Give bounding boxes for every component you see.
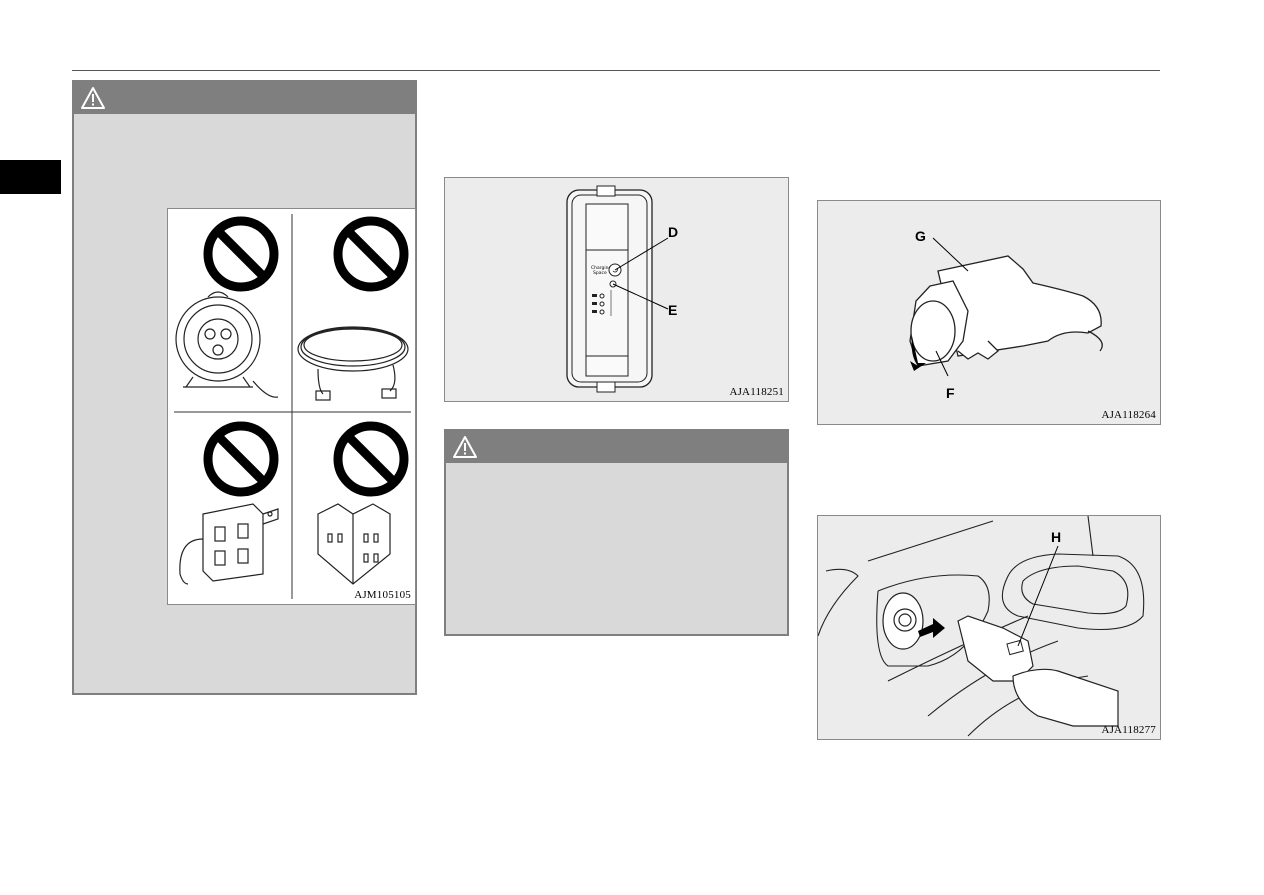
coiled-cord-drawing [297,326,409,401]
inserting-connector-illustration [818,516,1145,737]
warning-header [446,431,787,463]
callout-d: D [668,224,679,240]
warning-header [74,82,415,114]
warning-triangle-icon [453,436,477,458]
cord-reel-drawing [175,291,279,398]
figure-extension-cords: AJM105105 [167,208,416,605]
warning-triangle-icon [81,87,105,109]
svg-text:Space: Space [593,270,607,276]
figure-inserting-connector: H AJA118277 [817,515,1161,740]
callout-e: E [668,302,678,318]
multi-outlet-adapter-drawing [317,503,391,585]
extension-cords-illustration [174,214,411,599]
prohibition-icon [333,421,409,497]
charging-indicator-panel-illustration: Charging Space [566,185,669,393]
svg-text:Charging: Charging [591,265,611,271]
prohibition-icon [333,216,409,292]
charging-connector-illustration [909,237,1103,377]
section-tab-marker [0,160,61,194]
figure-charging-indicator-panel: Charging Space D E AJA118251 [444,177,789,402]
header-rule [72,70,1160,71]
callout-f: F [946,385,955,401]
warning-box-extension-cords: AJM105105 [72,80,417,695]
figure-code: AJA118264 [1101,409,1156,421]
prohibition-icon [203,216,279,292]
callout-h: H [1051,529,1062,545]
figure-code: AJM105105 [354,589,411,601]
callout-g: G [915,228,926,244]
plug-adapter-drawing [179,503,279,585]
figure-code: AJA118251 [729,386,784,398]
prohibition-icon [203,421,279,497]
warning-box-charging [444,429,789,636]
figure-code: AJA118277 [1101,724,1156,736]
figure-charging-connector: G F AJA118264 [817,200,1161,425]
